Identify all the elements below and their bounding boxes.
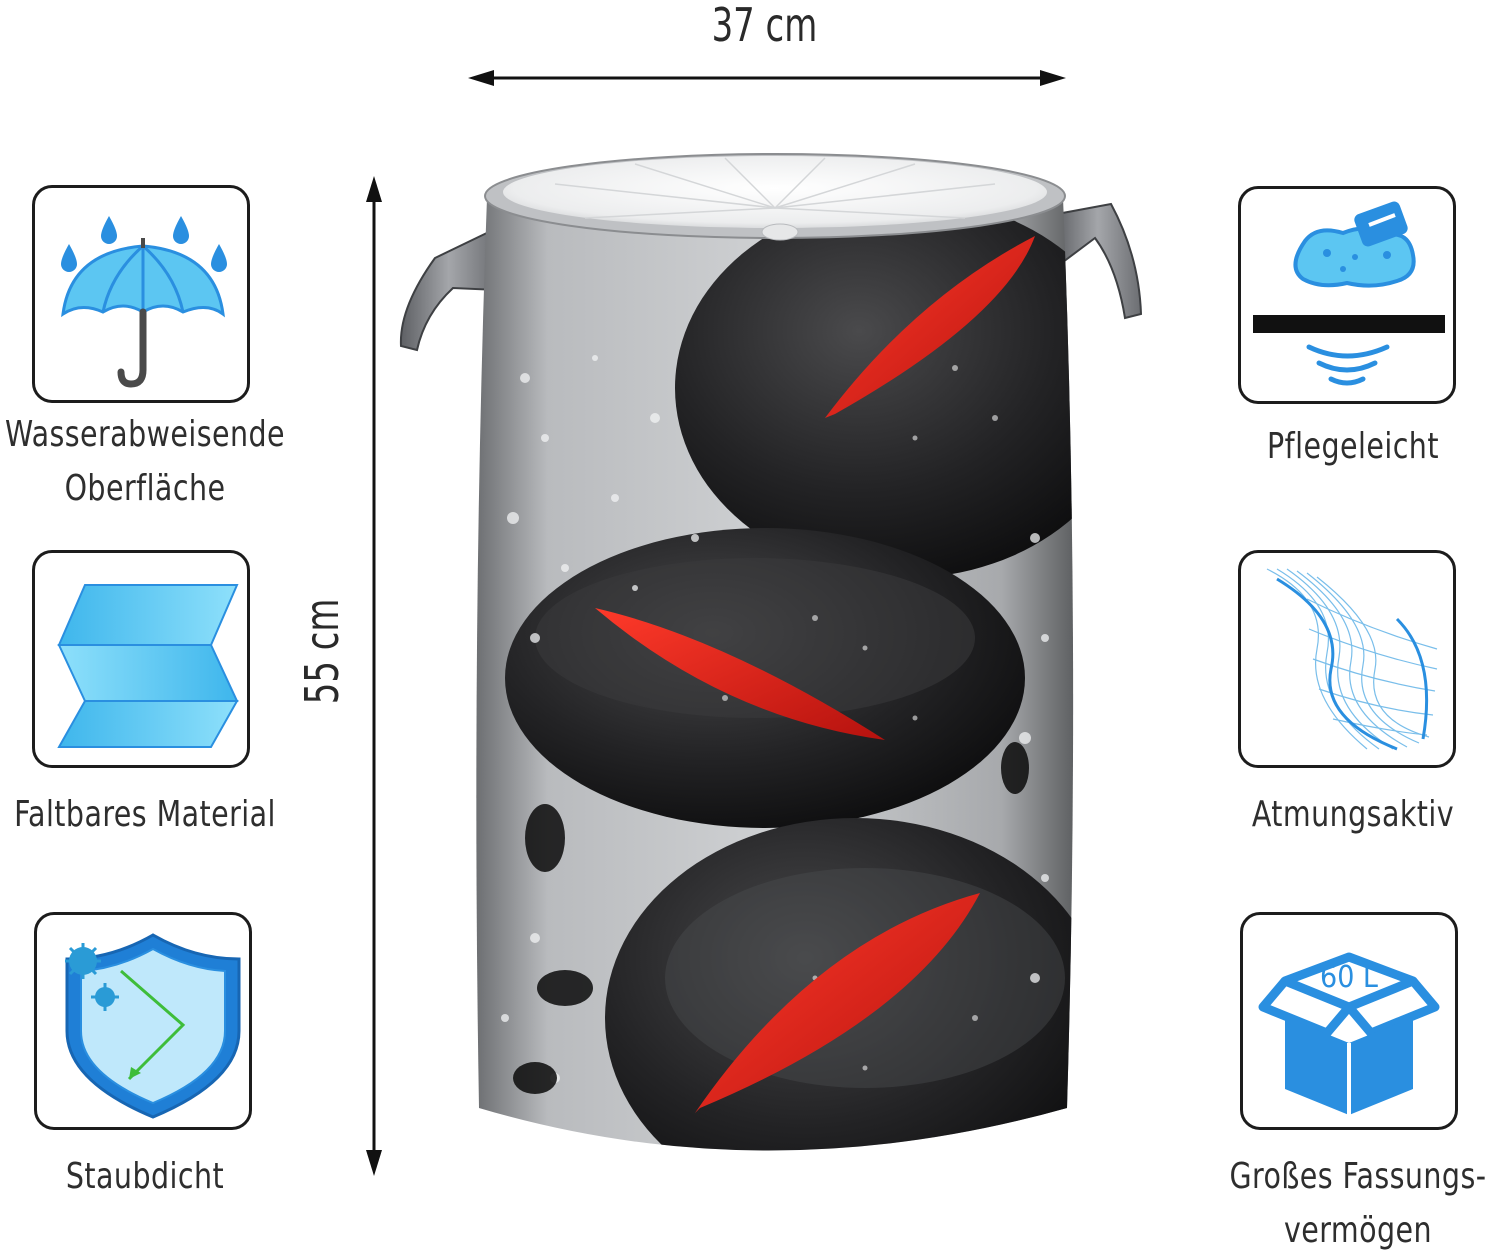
feature-capacity-label: Großes Fassungs- vermögen: [1208, 1150, 1500, 1258]
label-line: Großes Fassungs-: [1229, 1156, 1487, 1197]
label-line: Wasserabweisende: [4, 414, 286, 455]
label-line: vermögen: [1283, 1210, 1432, 1251]
label-line: Atmungsaktiv: [1251, 794, 1455, 835]
label-line: Oberfläche: [64, 468, 226, 509]
feature-capacity: 60 L: [1240, 912, 1458, 1130]
width-dimension-label: 37 cm: [711, 0, 818, 52]
height-dimension-label: 55 cm: [295, 598, 349, 705]
label-line: Faltbares Material: [14, 794, 276, 835]
feature-breathable: [1238, 550, 1456, 768]
breathable-mesh-icon: [1266, 568, 1438, 751]
feature-dustproof-label: Staubdicht: [0, 1150, 299, 1204]
shield-dust-icon: [65, 933, 241, 1119]
height-arrow-icon: [366, 176, 382, 1176]
feature-water-repellent: [32, 185, 250, 403]
width-arrow-icon: [468, 70, 1066, 86]
feature-water-repellent-label: Wasserabweisende Oberfläche: [0, 408, 299, 516]
folding-material-icon: [57, 584, 239, 748]
feature-breathable-label: Atmungsaktiv: [1199, 788, 1500, 842]
feature-foldable-label: Faltbares Material: [0, 788, 299, 842]
capacity-text: 60 L: [1320, 960, 1378, 995]
box-capacity-icon: 60 L: [1258, 952, 1440, 1115]
feature-easy-care-label: Pflegeleicht: [1199, 420, 1500, 474]
laundry-basket-image: [399, 153, 1143, 1151]
label-line: Pflegeleicht: [1267, 426, 1439, 467]
feature-foldable: [32, 550, 250, 768]
umbrella-rain-icon: [61, 216, 227, 388]
feature-easy-care: [1238, 186, 1456, 404]
sponge-wipe-icon: [1253, 201, 1445, 386]
label-line: Staubdicht: [65, 1156, 225, 1197]
feature-dustproof: [34, 912, 252, 1130]
